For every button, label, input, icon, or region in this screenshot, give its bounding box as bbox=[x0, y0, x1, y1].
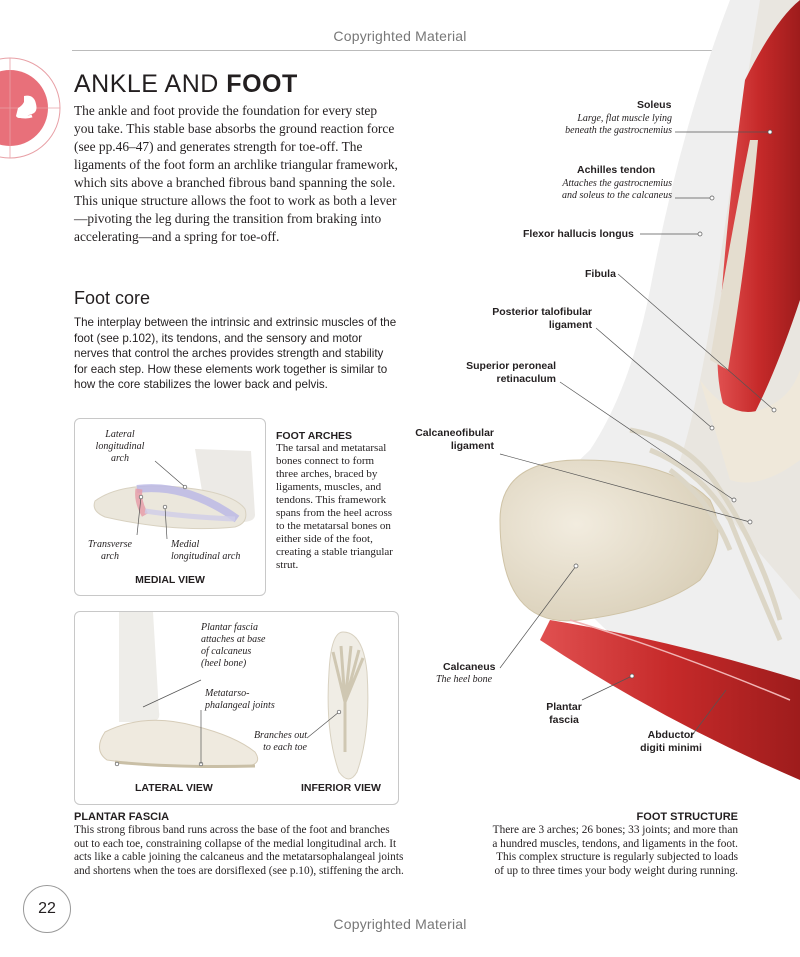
fibula-label: Fibula bbox=[585, 268, 616, 280]
chapter-badge-icon bbox=[0, 57, 61, 159]
ankle-foot-illustration bbox=[499, 0, 800, 780]
calcaneus-desc: The heel bone bbox=[436, 674, 493, 685]
header-copyright: Copyrighted Material bbox=[333, 28, 467, 44]
achilles-label: Achilles tendon bbox=[577, 164, 656, 176]
intro-paragraph: The ankle and foot provide the foundatio… bbox=[74, 103, 398, 244]
calcaneus-label: Calcaneus bbox=[443, 661, 496, 673]
foot-structure-heading: FOOT STRUCTURE bbox=[636, 811, 738, 823]
medial-view-caption: MEDIAL VIEW bbox=[135, 574, 205, 586]
flexor-hallucis-label: Flexor hallucis longus bbox=[523, 228, 634, 240]
plantar-fascia-heading: PLANTAR FASCIA bbox=[74, 811, 170, 823]
foot-structure-text: There are 3 arches; 26 bones; 33 joints;… bbox=[492, 824, 738, 877]
lateral-view-caption: LATERAL VIEW bbox=[135, 782, 213, 794]
foot-arches-text: The tarsal and metatarsal bones connect … bbox=[276, 442, 393, 571]
foot-arches-block: FOOT ARCHES The tarsal and metatarsal bo… bbox=[276, 430, 398, 572]
foot-arches-heading: FOOT ARCHES bbox=[276, 430, 353, 442]
inferior-view-caption: INFERIOR VIEW bbox=[301, 782, 381, 794]
foot-core-heading: Foot core bbox=[74, 288, 151, 308]
plantar-fascia-text: This strong fibrous band runs across the… bbox=[74, 824, 404, 877]
mtp-joints-label: Metatarso-phalangeal joints bbox=[205, 688, 275, 711]
plantar-fascia-illustration bbox=[99, 612, 369, 780]
footer-copyright: Copyrighted Material bbox=[333, 916, 467, 932]
header-rule bbox=[72, 50, 752, 51]
medial-foot-illustration bbox=[93, 449, 255, 540]
soleus-label: Soleus bbox=[637, 99, 672, 111]
foot-core-text: The interplay between the intrinsic and … bbox=[74, 316, 397, 392]
page-number: 22 bbox=[23, 885, 71, 933]
page-title: ANKLE AND FOOT bbox=[74, 70, 298, 98]
